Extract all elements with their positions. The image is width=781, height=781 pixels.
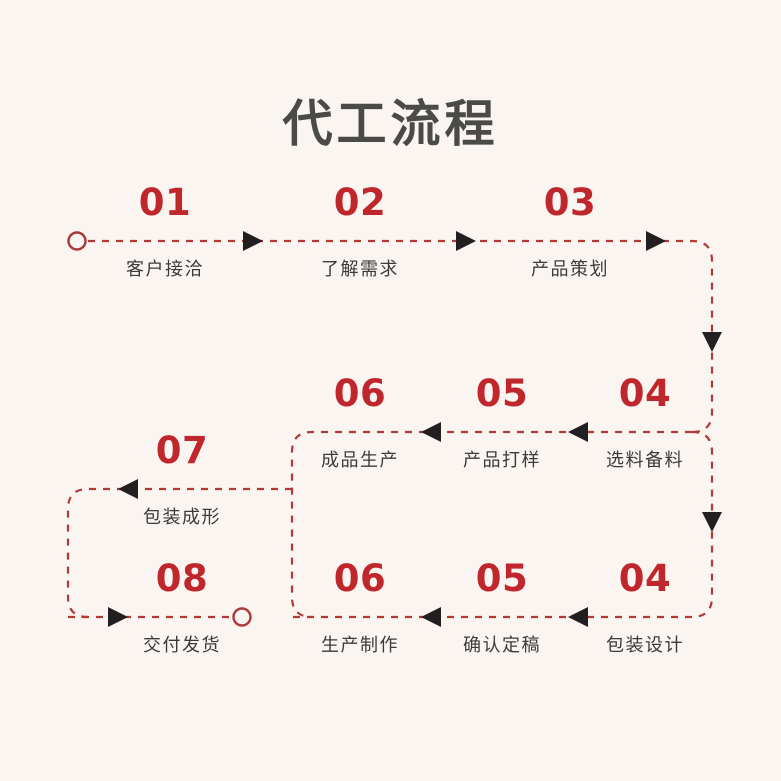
- step-label: 包装设计: [606, 635, 684, 656]
- step-label: 选料备料: [606, 450, 684, 471]
- step-number: 06: [333, 372, 387, 415]
- arrow-down-right-a: [702, 332, 722, 352]
- step-label: 产品策划: [531, 259, 609, 280]
- step-label: 了解需求: [321, 259, 399, 280]
- step-label: 生产制作: [321, 635, 399, 656]
- arrow-left-r2-b: [568, 422, 588, 442]
- step-number: 04: [618, 372, 672, 415]
- step-label: 产品打样: [463, 450, 541, 471]
- arrow-right-r1-a: [243, 231, 263, 251]
- connector-row1: [88, 239, 714, 434]
- step-label: 交付发货: [143, 635, 221, 656]
- arrowheads: [108, 231, 722, 627]
- step-number: 08: [155, 557, 209, 600]
- step-number: 02: [333, 181, 387, 224]
- step-number: 06: [333, 557, 387, 600]
- start-circle: [67, 231, 87, 251]
- step-number: 05: [475, 557, 529, 600]
- arrow-left-r4-a: [421, 607, 441, 627]
- arrow-left-r4-b: [568, 607, 588, 627]
- step-number: 04: [618, 557, 672, 600]
- step-number: 07: [155, 429, 209, 472]
- end-circle: [232, 607, 252, 627]
- arrow-right-r1-c: [646, 231, 666, 251]
- arrow-left-r2-a: [421, 422, 441, 442]
- arrow-right-r4: [108, 607, 128, 627]
- step-number: 03: [543, 181, 597, 224]
- step-number: 01: [138, 181, 192, 224]
- step-label: 成品生产: [321, 450, 399, 471]
- step-label: 包装成形: [143, 507, 221, 528]
- connector-row3-branch: [66, 487, 292, 619]
- step-label: 客户接洽: [126, 259, 204, 280]
- page-title: 代工流程: [282, 95, 499, 153]
- step-label: 确认定稿: [463, 635, 541, 656]
- arrow-down-right-b: [702, 512, 722, 532]
- connector-row2: [290, 430, 692, 619]
- step-number: 05: [475, 372, 529, 415]
- arrow-left-r3: [118, 479, 138, 499]
- arrow-right-r1-b: [456, 231, 476, 251]
